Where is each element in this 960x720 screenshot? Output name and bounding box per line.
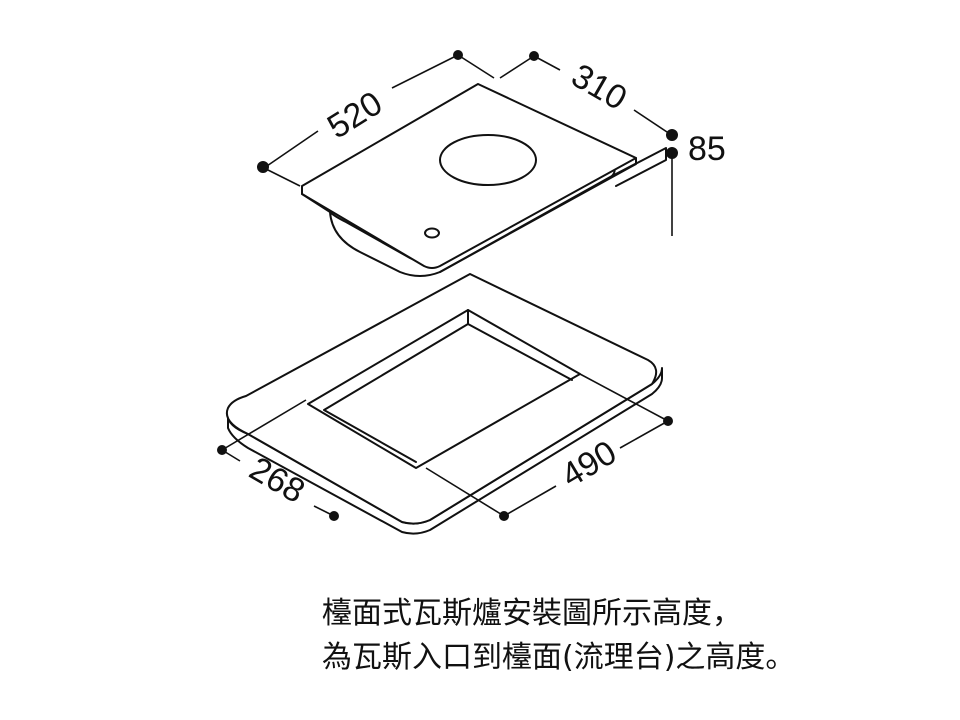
- caption-line-2: 為瓦斯入口到檯面(流理台)之高度。: [322, 640, 796, 675]
- cooktop-glass-top: [301, 83, 637, 269]
- dimension-label-310: 310: [565, 57, 633, 118]
- countertop: [226, 273, 663, 535]
- cutout-inner-wall: [323, 309, 573, 463]
- cooktop-body: [329, 165, 616, 277]
- cooktop: [301, 83, 667, 277]
- cooktop-rear-skirt: [611, 147, 667, 187]
- control-knob: [424, 227, 440, 239]
- burner-ring: [439, 134, 537, 186]
- dimension-label-85: 85: [688, 130, 726, 168]
- caption: 檯面式瓦斯爐安裝圖所示高度， 為瓦斯入口到檯面(流理台)之高度。: [322, 592, 942, 680]
- caption-line-1: 檯面式瓦斯爐安裝圖所示高度，: [322, 596, 742, 631]
- dimension-label-520: 520: [321, 84, 389, 146]
- dimension-85: 85: [666, 129, 726, 236]
